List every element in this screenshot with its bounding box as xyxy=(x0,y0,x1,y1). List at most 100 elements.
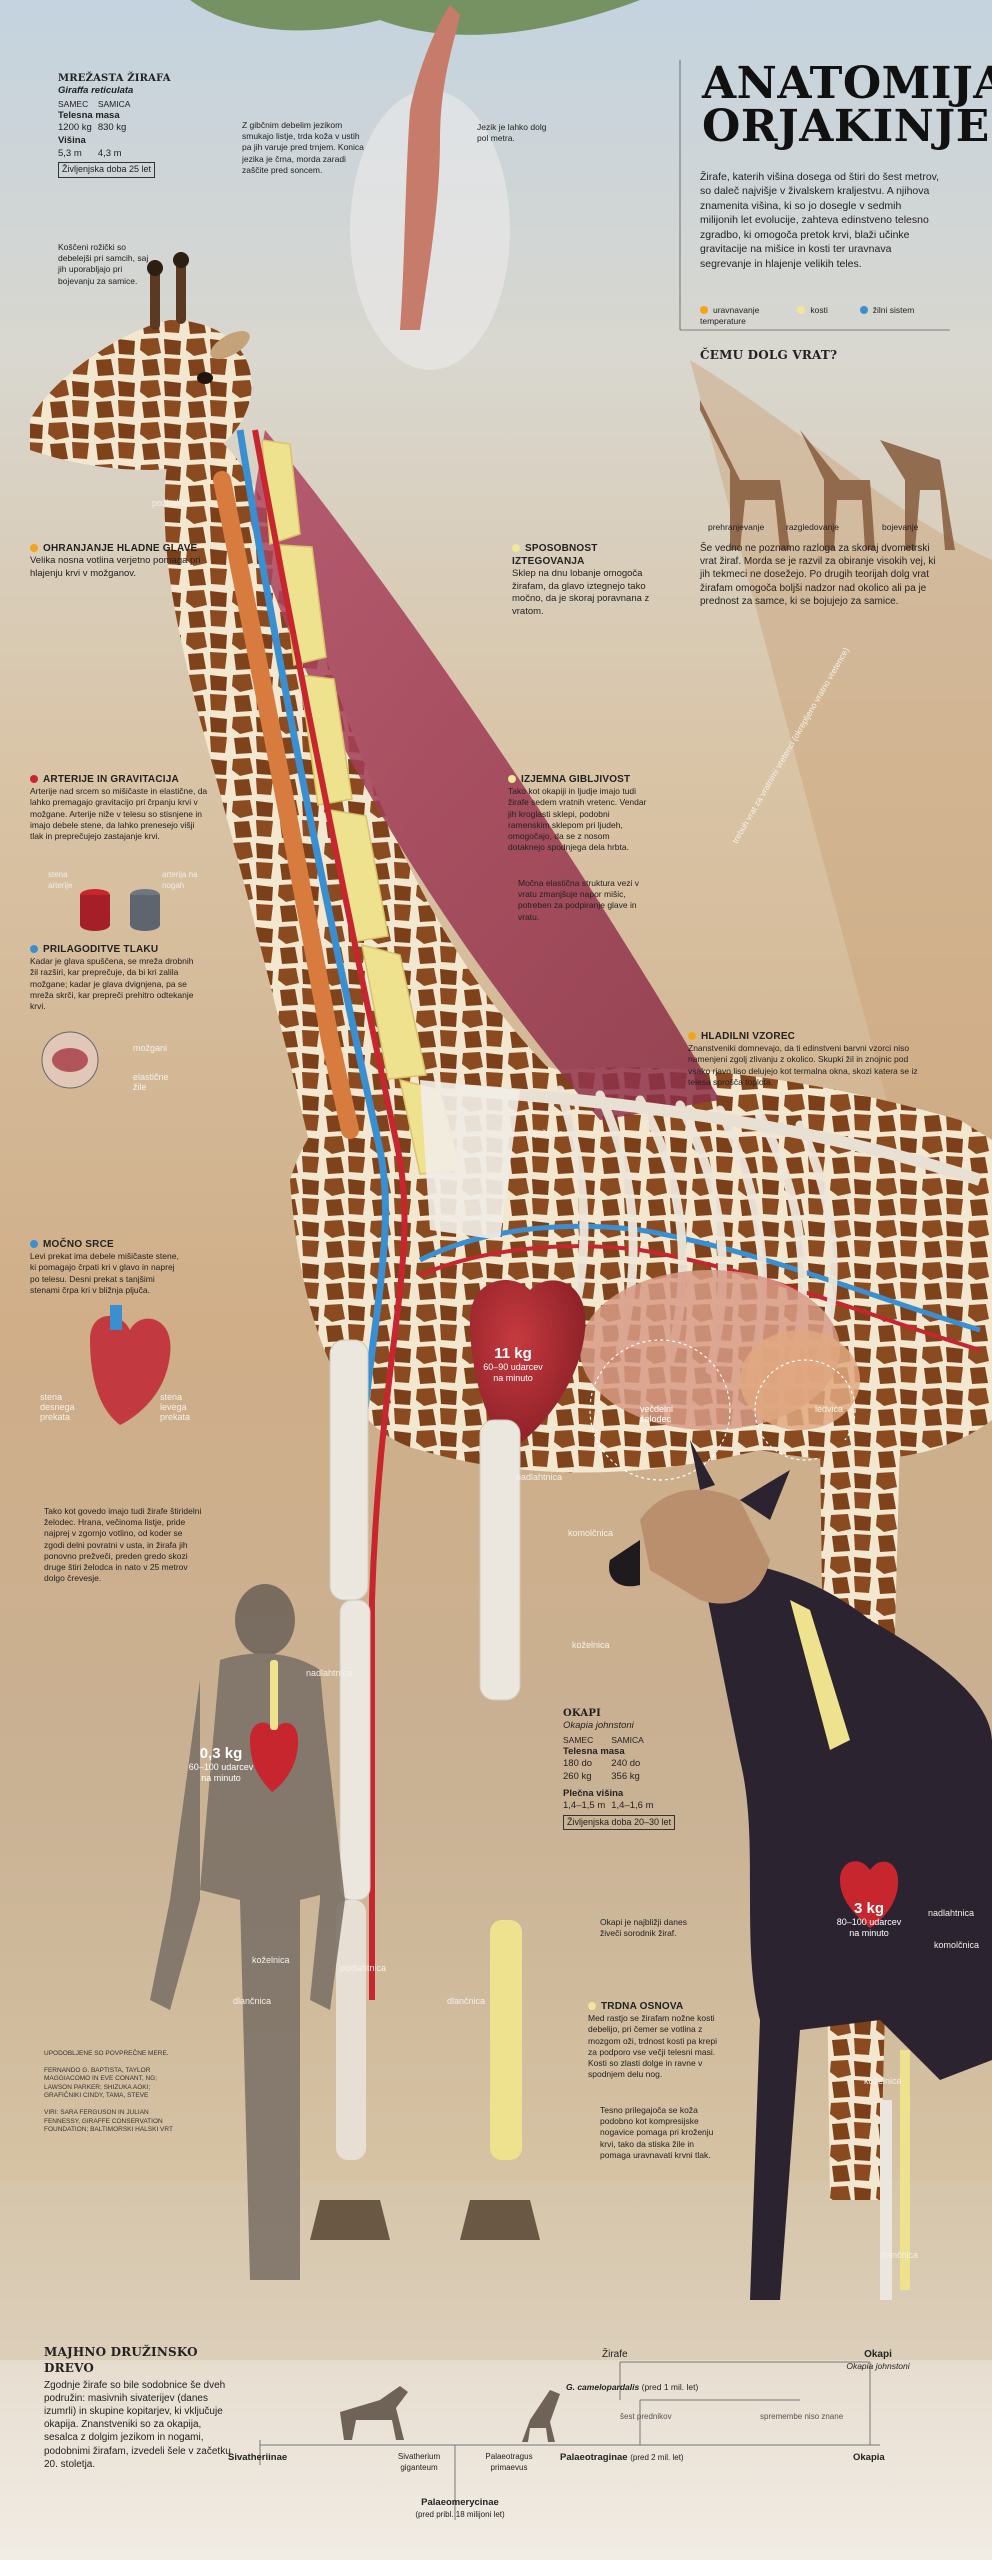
head-cooling-block: OHRANJANJE HLADNE GLAVE Velika nosna vot… xyxy=(30,542,210,580)
human-radius-label: koželnica xyxy=(252,1955,290,1965)
stretch-text: Sklep na dnu lobanje omogoča žirafam, da… xyxy=(512,568,650,617)
tree-root-age: (pred pribl. 18 milijoni let) xyxy=(415,2509,505,2519)
tree-root: Palaeomerycinae (pred pribl. 18 milijoni… xyxy=(410,2497,510,2520)
heart-text: Levi prekat ima debele mišičaste stene, … xyxy=(30,1251,179,1295)
ulna-label: komolčnica xyxy=(568,1528,614,1538)
tree-okapi-latin: Okapia johnstoni xyxy=(846,2361,910,2372)
family-tree-title: MAJHNO DRUŽINSKO DREVO xyxy=(44,2345,198,2375)
pattern-text: Znanstveniki domnevajo, da ti edinstveni… xyxy=(688,1043,918,1087)
tree-okapi: Okapi Okapia johnstoni xyxy=(838,2348,918,2372)
giraffe-lifespan: Življenjska doba 25 let xyxy=(58,162,156,178)
intro-text: Žirafe, katerih višina dosega od štiri d… xyxy=(700,171,940,270)
okapi-radius-label: koželnica xyxy=(864,2076,902,2086)
giraffe-spec-latin: Giraffa reticulata xyxy=(58,85,134,97)
left-ventricle-label: stena levega prekata xyxy=(160,1392,191,1422)
tree-okapia: Okapia xyxy=(853,2452,885,2463)
flexibility-block: IZJEMNA GIBLJIVOST Tako kot okapiji in l… xyxy=(508,773,648,854)
page-title: ANATOMIJA ORJAKINJE xyxy=(702,58,992,148)
tree-giraffes: Žirafe xyxy=(602,2349,628,2360)
why-neck-label-looking: razgledovanje xyxy=(786,522,839,532)
flexibility-text: Tako kot okapiji in ljudje imajo tudi ži… xyxy=(508,786,647,853)
human-heart-mass: 0,3 kg xyxy=(199,1745,243,1762)
legend-item-vascular: žilni sistem xyxy=(859,305,940,316)
bones-dot-icon xyxy=(508,775,516,783)
why-neck-label-feeding: prehranjevanje xyxy=(708,522,765,532)
bones-dot-icon xyxy=(797,306,806,314)
okapi-heart-rate: 80–100 udarcev na minuto xyxy=(836,1917,902,1938)
pressure-title: PRILAGODITVE TLAKU xyxy=(43,944,159,955)
base-text: Med rastjo se žirafam nožne kosti debeli… xyxy=(588,2013,717,2080)
tree-okapi-name: Okapi xyxy=(864,2349,892,2360)
bones-dot-icon xyxy=(588,2002,596,2010)
arteries-block: ARTERIJE IN GRAVITACIJA Arterije nad src… xyxy=(30,773,210,842)
why-neck-text: Še vedno ne poznamo razloga za skoraj dv… xyxy=(700,543,936,607)
giraffe-heart-rate: 60–90 udarcev na minuto xyxy=(483,1362,543,1383)
head-cooling-text: Velika nosna votlina verjetno pomaga pri… xyxy=(30,555,201,579)
tree-sivatherium: Sivatherium giganteum xyxy=(397,2452,441,2472)
vascular-dot-icon xyxy=(859,306,868,314)
artery-leg-label: arterija na nogah xyxy=(162,870,198,890)
artery-neck-label: stena arterije xyxy=(48,870,73,890)
temperature-dot-icon xyxy=(700,306,708,314)
title-line-1: ANATOMIJA xyxy=(702,58,992,109)
family-tree-text: Zgodnje žirafe so bile sodobnice še dveh… xyxy=(44,2379,231,2470)
humerus-label: nadlahtnica xyxy=(516,1472,563,1482)
compression-note: Tesno prilegajoča se koža podobno kot ko… xyxy=(600,2105,714,2160)
flexibility-title: IZJEMNA GIBLJIVOST xyxy=(521,774,631,785)
vascular-dot-icon xyxy=(30,945,38,953)
tongue-note: Z gibčnim debelim jezikom smukajo listje… xyxy=(242,120,364,175)
giraffe-heart-stat: 11 kg 60–90 udarcev na minuto xyxy=(478,1345,548,1383)
human-heart-stat: 0,3 kg 60–100 udarcev na minuto xyxy=(186,1745,256,1783)
legend-item-bones: kosti xyxy=(797,305,857,316)
family-tree-block: MAJHNO DRUŽINSKO DREVO Zgodnje žirafe so… xyxy=(44,2345,234,2471)
digestion-note: Tako kot govedo imajo tudi žirafe štirid… xyxy=(44,1506,202,1584)
artery-dot-icon xyxy=(30,775,38,783)
base-block: TRDNA OSNOVA Med rastjo se žirafam nožne… xyxy=(588,2000,728,2081)
bones-dot-icon xyxy=(512,544,520,552)
human-heart-rate: 60–100 udarcev na minuto xyxy=(188,1762,254,1783)
okapi-spec-title: OKAPI xyxy=(563,1708,601,1719)
human-metacarpal-label: dlančnica xyxy=(233,1996,272,2006)
okapi-heart-mass: 3 kg xyxy=(853,1900,884,1917)
giraffe-spec: MREŽASTA ŽIRAFA Giraffa reticulata SAMEC… xyxy=(58,72,178,178)
legend: uravnavanje temperature kosti žilni sist… xyxy=(700,305,960,327)
tree-sivatheriinae: Sivatheriinae xyxy=(228,2452,288,2463)
human-ulna-label: podlahtnica xyxy=(340,1963,387,1973)
tree-root-name: Palaeomerycinae xyxy=(421,2497,499,2508)
why-neck-title: ČEMU DOLG VRAT? xyxy=(700,348,838,362)
temperature-dot-icon xyxy=(30,544,38,552)
stretch-block: SPOSOBNOST IZTEGOVANJA Sklep na dnu loba… xyxy=(512,542,652,619)
arteries-text: Arterije nad srcem so mišičaste in elast… xyxy=(30,786,208,842)
heart-title: MOČNO SRCE xyxy=(43,1239,114,1250)
okapi-spec-latin: Okapia johnstoni xyxy=(563,1720,634,1732)
kidney-label: ledvica xyxy=(815,1404,844,1414)
radius-label: koželnica xyxy=(572,1640,610,1650)
pattern-block: HLADILNI VZOREC Znanstveniki domnevajo, … xyxy=(688,1030,928,1088)
base-title: TRDNA OSNOVA xyxy=(601,2001,684,2012)
elastic-vessels-label: elastične žile xyxy=(133,1072,169,1092)
credits: UPODOBLJENE SO POVPREČNE MERE. FERNANDO … xyxy=(44,2050,173,2133)
tree-okapi-unknown: spremembe niso znane xyxy=(760,2412,844,2421)
okapi-ulna-label: komolčnica xyxy=(934,1940,980,1950)
tree-extinct-ancestors: šest prednikov xyxy=(620,2412,672,2421)
why-neck-label-fighting: bojevanje xyxy=(882,522,919,532)
okapi-lifespan: Življenjska doba 20–30 let xyxy=(563,1814,676,1831)
okapi-relation-note: Okapi je najbližji danes živeči sorodnik… xyxy=(600,1917,687,1939)
tree-palaeotragus: Palaeotragus primaevus xyxy=(485,2452,533,2472)
temperature-dot-icon xyxy=(688,1032,696,1040)
stomach-label: večdelni želodec xyxy=(640,1404,674,1424)
okapi-metacarpal-label: dlančnica xyxy=(880,2250,919,2260)
giraffe-metacarpal-label: dlančnica xyxy=(447,1996,486,2006)
stretch-title: SPOSOBNOST IZTEGOVANJA xyxy=(512,543,598,568)
legend-item-temperature: uravnavanje temperature xyxy=(700,305,760,327)
arteries-title: ARTERIJE IN GRAVITACIJA xyxy=(43,774,179,785)
right-ventricle-label: stena desnega prekata xyxy=(40,1392,75,1422)
pressure-text: Kadar je glava spuščena, se mreža drobni… xyxy=(30,956,194,1012)
heart-block: MOČNO SRCE Levi prekat ima debele mišiča… xyxy=(30,1238,180,1296)
tongue-length-note: Jezik je lahko dolg pol metra. xyxy=(477,122,547,144)
